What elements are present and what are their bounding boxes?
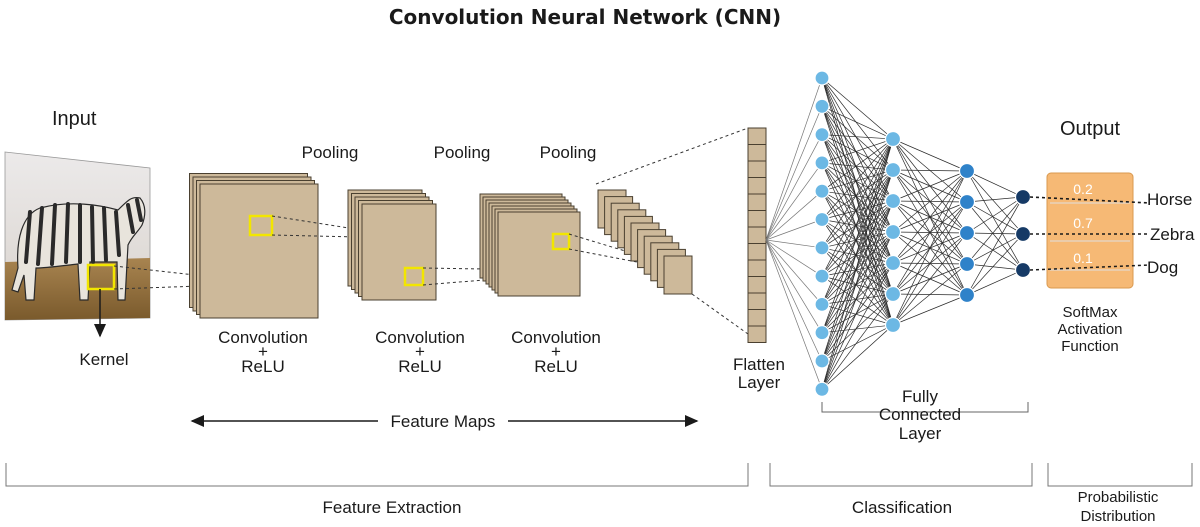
class-label-dog: Dog xyxy=(1147,258,1178,277)
fully-connected-edges xyxy=(765,77,1024,390)
zebra-icon xyxy=(11,196,146,301)
flatten-cell xyxy=(747,127,767,145)
conv-label-2-line1: Convolution xyxy=(375,328,465,347)
class-label-zebra: Zebra xyxy=(1150,225,1195,244)
conv-label-1-line1: Convolution xyxy=(218,328,308,347)
pooling-label-3: Pooling xyxy=(540,143,597,162)
fc-node-layer1-10 xyxy=(814,325,830,341)
kernel-label: Kernel xyxy=(79,350,128,369)
conv-label-2-line2: ReLU xyxy=(398,357,441,376)
fc-node-layer1-7 xyxy=(814,240,830,256)
probabilistic-label-line1: Probabilistic xyxy=(1078,489,1159,506)
fc-node-layer1-8 xyxy=(814,268,830,284)
fully-connected-label-line3: Layer xyxy=(899,424,942,443)
fc-node-layer2-5 xyxy=(884,254,902,272)
fc-node-layer1-2 xyxy=(814,98,830,114)
softmax-label-line3: Function xyxy=(1061,338,1119,355)
input-label: Input xyxy=(52,108,97,130)
feature-map-stack-3 xyxy=(479,193,581,297)
pooled-map-stack xyxy=(597,189,693,295)
flatten-cell xyxy=(747,243,767,261)
conv-label-1-line2: ReLU xyxy=(241,357,284,376)
feature-extraction-bracket xyxy=(5,463,749,487)
feature-map-3-layer-1 xyxy=(497,211,581,297)
fc-node-layer1-3 xyxy=(814,127,830,143)
probability-zebra: 0.7 xyxy=(1073,215,1093,231)
fc-node-layer1-11 xyxy=(814,353,830,369)
flatten-label-line2: Layer xyxy=(738,373,781,392)
fc-node-layer1-1 xyxy=(814,70,830,86)
fc-node-layer2-1 xyxy=(884,130,902,148)
fc-node-layer1-9 xyxy=(814,296,830,312)
output-label: Output xyxy=(1060,118,1120,140)
flatten-cell xyxy=(747,309,767,327)
fully-connected-bracket xyxy=(821,402,1029,413)
fc-node-layer3-4 xyxy=(958,255,976,273)
flatten-layer xyxy=(747,127,767,343)
flatten-label-line1: Flatten xyxy=(733,355,785,374)
conv-label-3-line2: ReLU xyxy=(534,357,577,376)
conv-label-3-plus: + xyxy=(551,342,561,361)
fully-connected-label-line1: Fully xyxy=(902,387,938,406)
softmax-box xyxy=(1046,172,1134,289)
fc-node-layer2-2 xyxy=(884,161,902,179)
flatten-cell xyxy=(747,325,767,343)
kernel-window-stage2 xyxy=(403,266,425,287)
fc-node-layer1-5 xyxy=(814,183,830,199)
fc-node-layer2-3 xyxy=(884,192,902,210)
kernel-window-stage3 xyxy=(551,232,571,251)
kernel-window xyxy=(86,263,116,291)
fc-node-layer2-4 xyxy=(884,223,902,241)
class-label-horse: Horse xyxy=(1147,190,1192,209)
fully-connected-nodes xyxy=(814,70,1032,397)
fc-node-layer1-4 xyxy=(814,155,830,171)
classification-bracket xyxy=(769,463,1033,487)
fc-node-layer3-5 xyxy=(958,286,976,304)
fc-node-layer4-1 xyxy=(1014,188,1032,206)
pooling-label-1: Pooling xyxy=(302,143,359,162)
conv-label-1-plus: + xyxy=(258,342,268,361)
fc-node-layer3-3 xyxy=(958,224,976,242)
flatten-cell xyxy=(747,193,767,211)
feature-map-stack-2 xyxy=(347,189,437,301)
softmax-label-line2: Activation xyxy=(1057,321,1122,338)
feature-maps-label: Feature Maps xyxy=(391,412,496,431)
flatten-cell xyxy=(747,259,767,277)
fc-node-layer2-7 xyxy=(884,316,902,334)
probabilistic-label-line2: Distribution xyxy=(1080,508,1155,525)
flatten-cell xyxy=(747,210,767,228)
pooling-label-2: Pooling xyxy=(434,143,491,162)
kernel-window-stage1 xyxy=(248,214,274,237)
flatten-cell xyxy=(747,276,767,294)
probabilistic-bracket xyxy=(1047,463,1193,487)
fc-node-layer3-1 xyxy=(958,162,976,180)
fc-node-layer4-3 xyxy=(1014,261,1032,279)
conv-label-2-plus: + xyxy=(415,342,425,361)
classification-label: Classification xyxy=(852,498,952,517)
feature-extraction-label: Feature Extraction xyxy=(323,498,462,517)
feature-map-stack-1 xyxy=(189,173,319,319)
feature-map-2-layer-1 xyxy=(361,203,437,301)
pooled-map-layer-1 xyxy=(663,255,693,295)
flatten-cell xyxy=(747,144,767,162)
fc-node-layer3-2 xyxy=(958,193,976,211)
flatten-cell xyxy=(747,292,767,310)
input-image xyxy=(4,151,151,321)
flatten-cell xyxy=(747,226,767,244)
probability-dog: 0.1 xyxy=(1073,250,1093,266)
fc-node-layer2-6 xyxy=(884,285,902,303)
softmax-label-line1: SoftMax xyxy=(1062,304,1118,321)
fc-node-layer4-2 xyxy=(1014,225,1032,243)
diagram-title: Convolution Neural Network (CNN) xyxy=(389,5,781,29)
probability-horse: 0.2 xyxy=(1073,181,1093,197)
feature-map-1-layer-1 xyxy=(199,183,319,319)
conv-label-3-line1: Convolution xyxy=(511,328,601,347)
fc-node-layer1-6 xyxy=(814,211,830,228)
flatten-cell xyxy=(747,177,767,195)
flatten-cell xyxy=(747,160,767,178)
fc-node-layer1-12 xyxy=(814,381,830,397)
fully-connected-label-line2: Connected xyxy=(879,405,961,424)
